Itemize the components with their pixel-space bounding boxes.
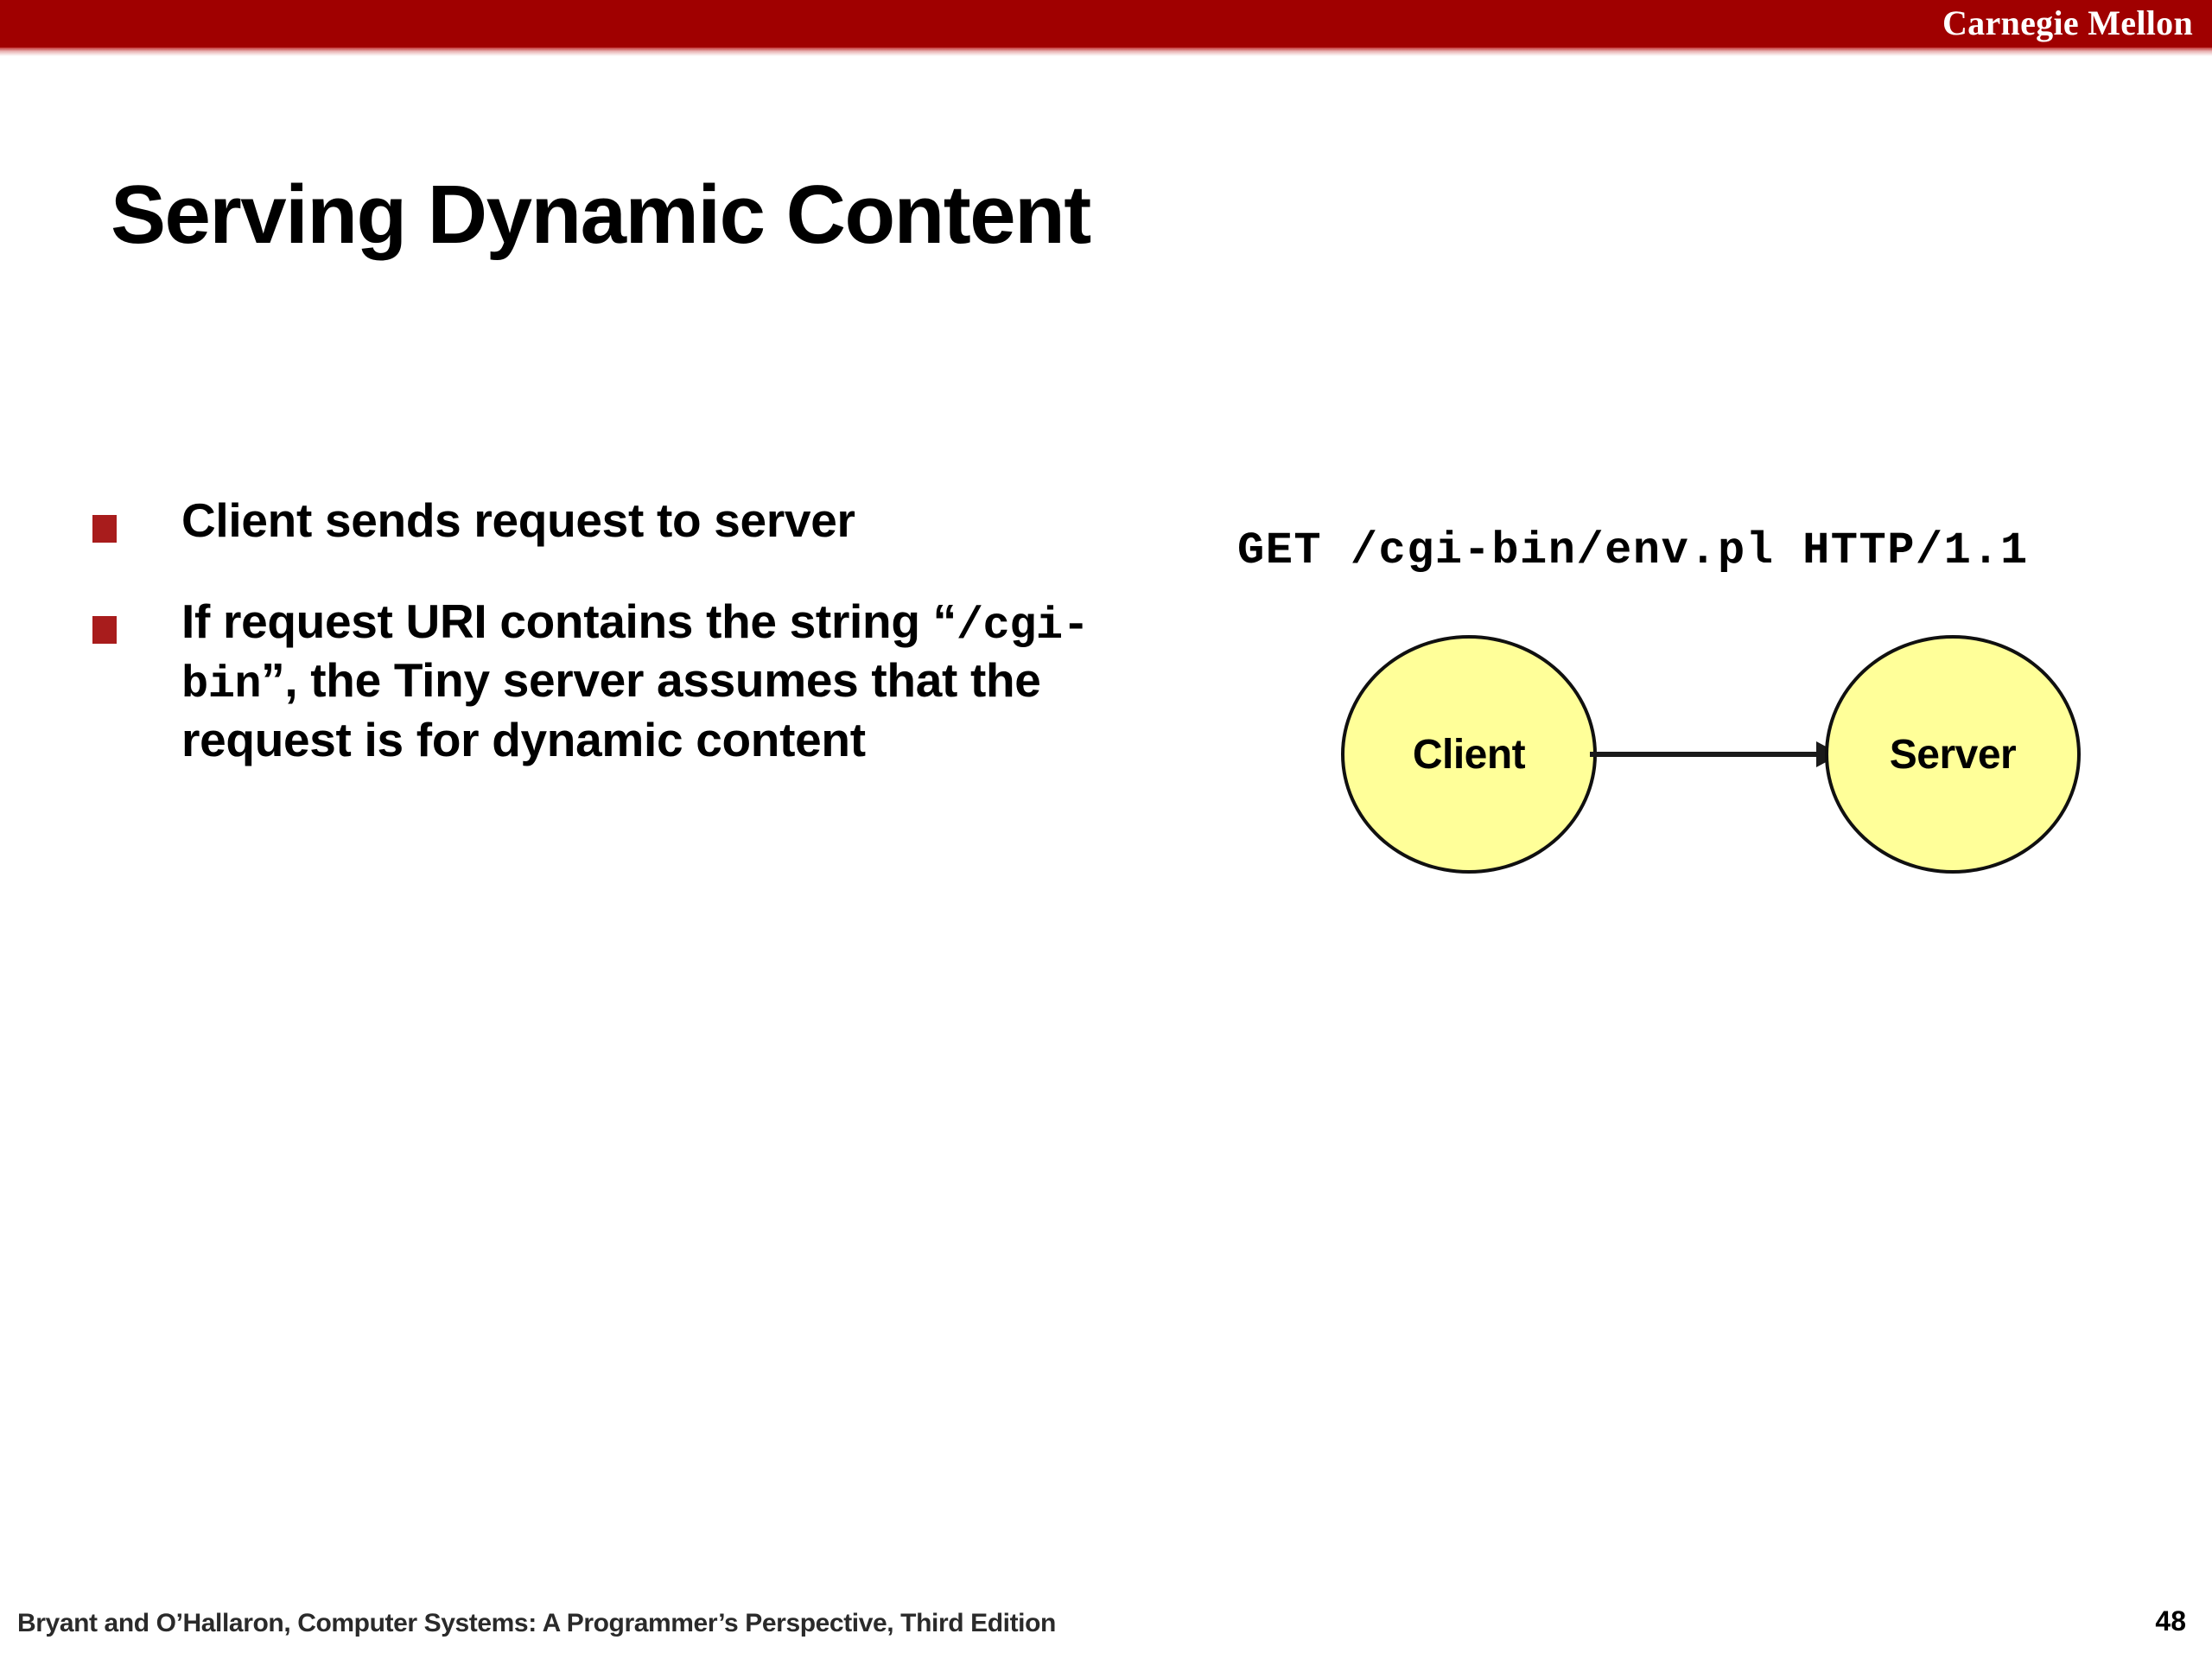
client-node-label: Client bbox=[1412, 731, 1526, 778]
header-banner-gradient-edge bbox=[0, 48, 2212, 56]
list-item: If request URI contains the string “/cgi… bbox=[91, 594, 1179, 768]
footer-citation: Bryant and O’Hallaron, Computer Systems:… bbox=[17, 1609, 1056, 1637]
server-node: Server bbox=[1825, 635, 2081, 874]
list-item: Client sends request to server bbox=[91, 493, 1179, 549]
client-server-diagram: Client Server bbox=[1313, 605, 2143, 899]
square-bullet-icon bbox=[92, 515, 117, 543]
http-request-line: GET /cgi-bin/env.pl HTTP/1.1 bbox=[1237, 525, 2029, 576]
square-bullet-icon bbox=[92, 615, 117, 644]
bullet-text-2-tail: ”, the Tiny server assumes that the requ… bbox=[181, 653, 1041, 766]
bullet-text-1: Client sends request to server bbox=[181, 493, 855, 547]
bullet-text-2: If request URI contains the string “/cgi… bbox=[181, 594, 1090, 766]
header-banner bbox=[0, 0, 2212, 48]
server-node-label: Server bbox=[1889, 731, 2017, 778]
bullet-text-2-lead: If request URI contains the string “ bbox=[181, 594, 957, 648]
page-number: 48 bbox=[2155, 1605, 2186, 1637]
bullet-list: Client sends request to server If reques… bbox=[91, 493, 1179, 813]
carnegie-mellon-wordmark: Carnegie Mellon bbox=[1942, 3, 2193, 42]
client-node: Client bbox=[1341, 635, 1597, 874]
page-title: Serving Dynamic Content bbox=[111, 168, 1091, 262]
request-arrow-icon bbox=[1590, 741, 1840, 767]
cgi-bin-code-span: /cgi-bin bbox=[181, 600, 1090, 711]
